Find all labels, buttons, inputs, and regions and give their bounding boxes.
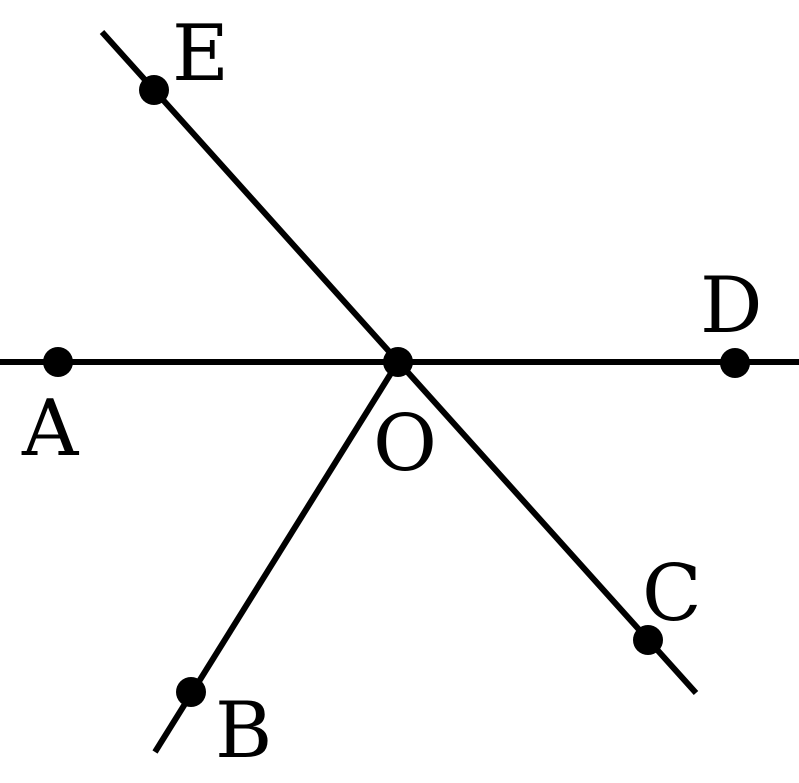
point-b: [176, 677, 206, 707]
point-d: [720, 348, 750, 378]
point-a: [43, 347, 73, 377]
label-o: O: [373, 399, 437, 489]
point-o: [383, 347, 413, 377]
point-e: [139, 75, 169, 105]
label-d: D: [700, 261, 763, 351]
label-e: E: [172, 9, 229, 99]
label-c: C: [642, 549, 702, 639]
point-c: [633, 625, 663, 655]
label-a: A: [21, 384, 80, 474]
label-b: B: [215, 686, 272, 776]
